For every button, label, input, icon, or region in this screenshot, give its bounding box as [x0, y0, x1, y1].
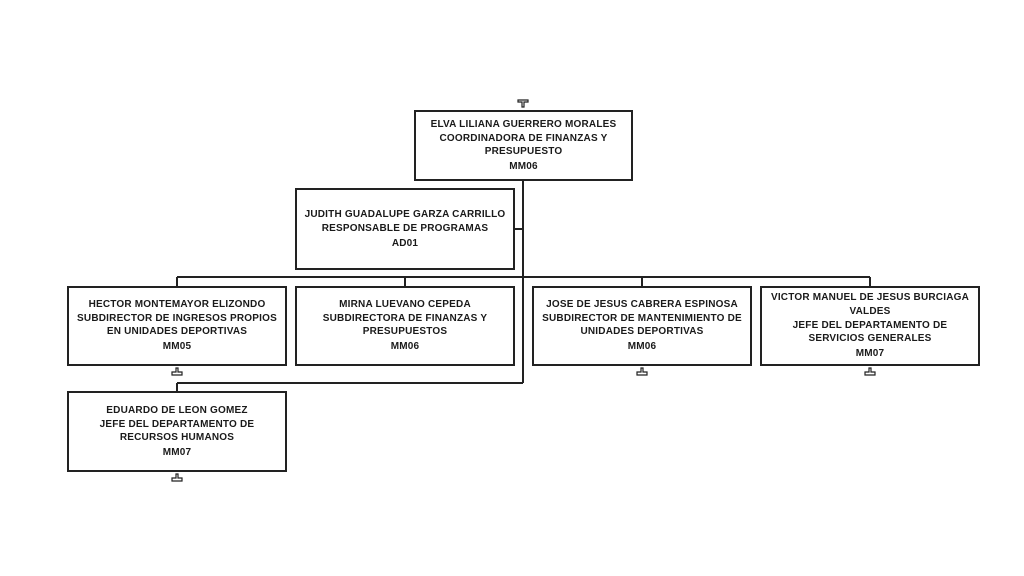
expand-down-icon[interactable]	[171, 367, 183, 376]
expand-down-icon[interactable]	[171, 473, 183, 482]
node-root-title: COORDINADORA DE FINANZAS Y PRESUPUESTO	[439, 132, 608, 157]
node-assistant-name: JUDITH GUADALUPE GARZA CARRILLO	[304, 208, 506, 220]
node-sub5-title: JEFE DEL DEPARTAMENTO DE RECURSOS HUMANO…	[99, 418, 255, 443]
node-sub3-code: MM06	[627, 341, 657, 352]
node-sub4-title: JEFE DEL DEPARTAMENTO DE SERVICIOS GENER…	[792, 320, 948, 344]
node-sub3[interactable]: JOSE DE JESUS CABRERA ESPINOSA SUBDIRECT…	[532, 286, 752, 366]
node-sub1-code: MM05	[162, 341, 192, 352]
node-root-code: MM06	[509, 160, 538, 172]
node-sub4-name: VICTOR MANUEL DE JESUS BURCIAGA VALDES	[770, 292, 970, 317]
node-sub5[interactable]: EDUARDO DE LEON GOMEZ JEFE DEL DEPARTAME…	[67, 391, 287, 472]
node-sub1-name: HECTOR MONTEMAYOR ELIZONDO	[88, 299, 266, 310]
node-assistant[interactable]: JUDITH GUADALUPE GARZA CARRILLO RESPONSA…	[295, 188, 515, 270]
node-sub2-title: SUBDIRECTORA DE FINANZAS Y PRESUPUESTOS	[322, 313, 488, 337]
node-sub3-name: JOSE DE JESUS CABRERA ESPINOSA	[546, 299, 738, 310]
node-assistant-code: AD01	[391, 237, 419, 249]
node-sub4-code: MM07	[855, 348, 885, 359]
node-sub1-title: SUBDIRECTOR DE INGRESOS PROPIOS EN UNIDA…	[77, 313, 277, 337]
node-sub2-name: MIRNA LUEVANO CEPEDA	[339, 299, 471, 310]
node-sub4[interactable]: VICTOR MANUEL DE JESUS BURCIAGA VALDES J…	[760, 286, 980, 366]
collapse-up-icon[interactable]	[517, 99, 529, 108]
expand-down-icon[interactable]	[636, 367, 648, 376]
node-root-name: ELVA LILIANA GUERRERO MORALES	[430, 118, 617, 130]
node-sub1[interactable]: HECTOR MONTEMAYOR ELIZONDO SUBDIRECTOR D…	[67, 286, 287, 366]
node-sub2[interactable]: MIRNA LUEVANO CEPEDA SUBDIRECTORA DE FIN…	[295, 286, 515, 366]
node-root[interactable]: ELVA LILIANA GUERRERO MORALES COORDINADO…	[414, 110, 633, 181]
node-sub2-code: MM06	[390, 341, 420, 352]
node-sub5-code: MM07	[162, 446, 192, 458]
node-sub5-name: EDUARDO DE LEON GOMEZ	[106, 404, 248, 416]
expand-down-icon[interactable]	[864, 367, 876, 376]
node-assistant-title: RESPONSABLE DE PROGRAMAS	[321, 222, 489, 234]
node-sub3-title: SUBDIRECTOR DE MANTENIMIENTO DE UNIDADES…	[542, 313, 742, 337]
